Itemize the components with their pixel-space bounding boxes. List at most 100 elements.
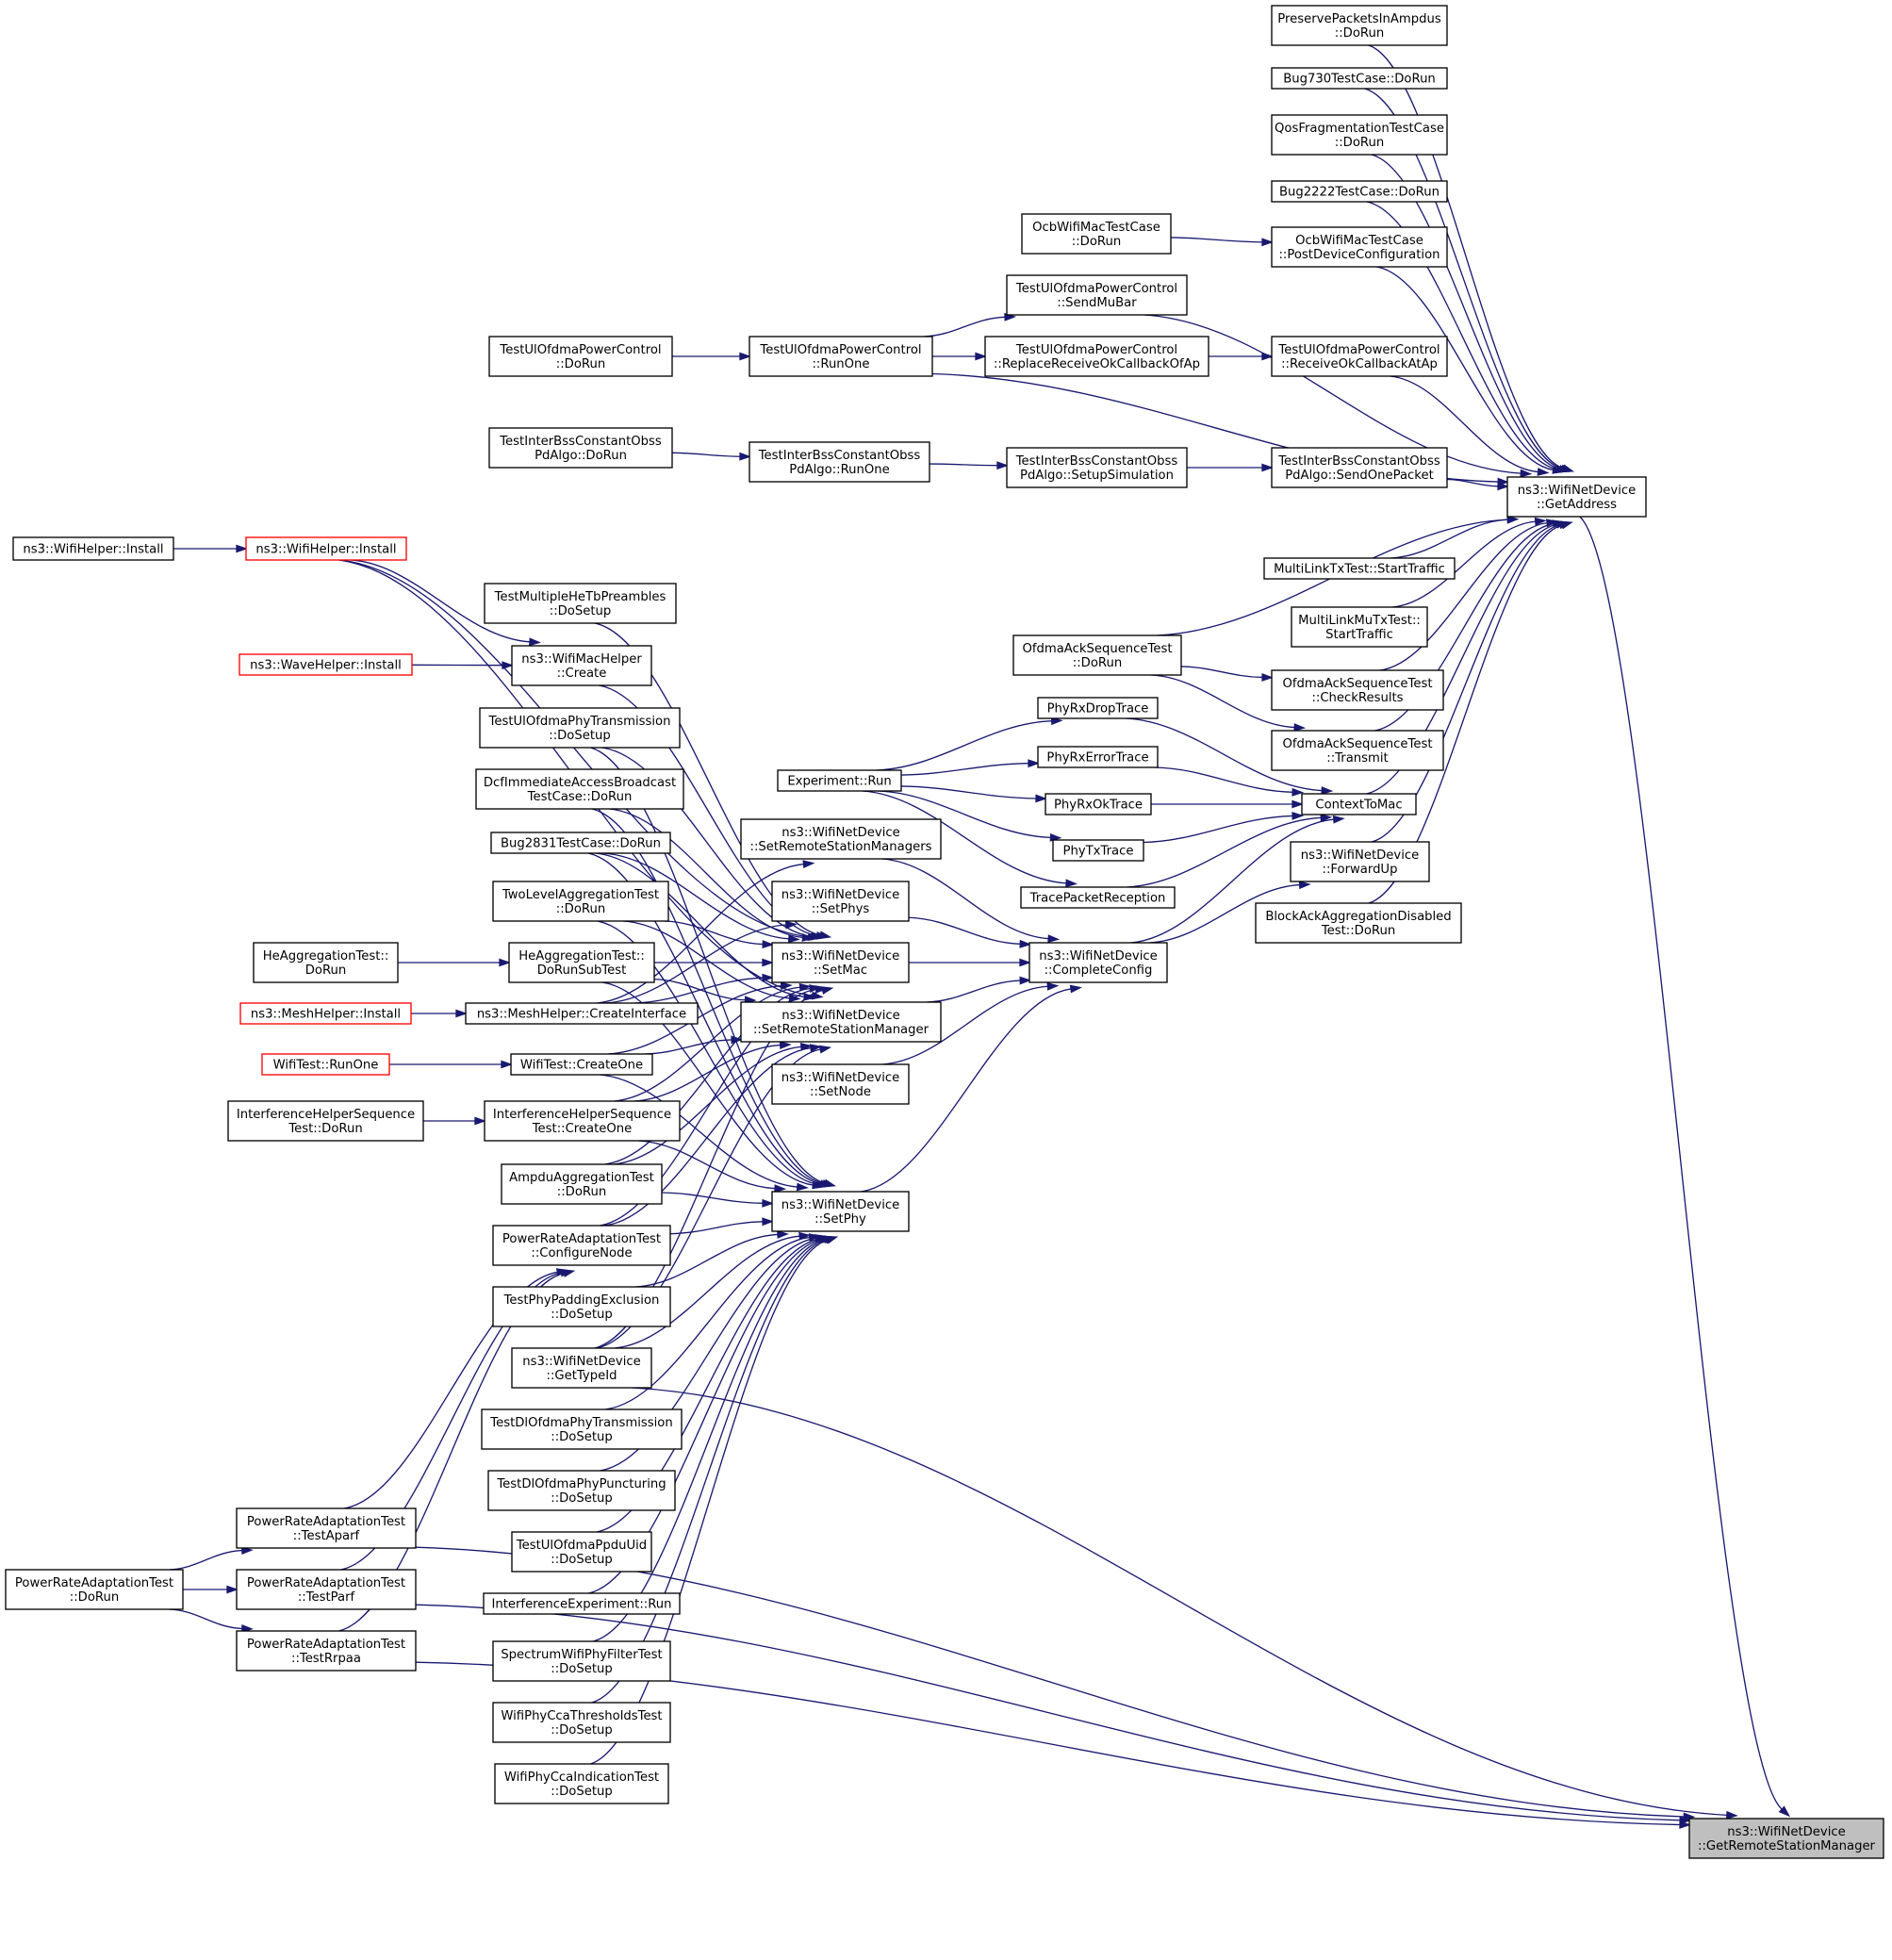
function-node-macheelpercreate[interactable]: ns3::WifiMacHelper::Create [511, 645, 652, 686]
function-node-ccathresholds[interactable]: WifiPhyCcaThresholdsTest::DoSetup [492, 1702, 671, 1743]
node-box [494, 1763, 669, 1804]
function-node-wavehelper[interactable]: ns3::WaveHelper::Install [239, 653, 413, 676]
function-node-ccaindication[interactable]: WifiPhyCcaIndicationTest::DoSetup [494, 1763, 669, 1804]
function-node-mlmutx[interactable]: MultiLinkMuTxTest::StartTraffic [1291, 606, 1428, 648]
node-box [1301, 793, 1417, 815]
arrowhead [787, 934, 800, 944]
edge-prconfigure-to-setphy [669, 1217, 775, 1235]
function-node-bug2222[interactable]: Bug2222TestCase::DoRun [1271, 180, 1448, 203]
function-node-setphy[interactable]: ns3::WifiNetDevice::SetPhy [771, 1191, 910, 1232]
function-node-bug2831[interactable]: Bug2831TestCase::DoRun [490, 832, 671, 854]
function-node-ibsetup[interactable]: TestInterBssConstantObssPdAlgo::SetupSim… [1006, 447, 1188, 488]
function-node-dltx[interactable]: TestDlOfdmaPhyTransmission::DoSetup [481, 1408, 683, 1450]
node-box [475, 768, 684, 810]
function-node-phyrxdrop[interactable]: PhyRxDropTrace [1037, 697, 1159, 719]
edge-line [614, 1235, 800, 1349]
arrowhead [1537, 468, 1550, 476]
node-box [5, 1569, 184, 1610]
node-box [1263, 557, 1456, 580]
function-node-wifitestrunone[interactable]: WifiTest::RunOne [261, 1053, 390, 1076]
function-node-ofdmacheck[interactable]: OfdmaAckSequenceTest::CheckResults [1271, 669, 1444, 711]
function-node-interfexprun[interactable]: InterferenceExperiment::Run [483, 1592, 681, 1615]
edge-setphy-to-completeconfig [861, 984, 1082, 1193]
function-node-interfcreate[interactable]: InterferenceHelperSequenceTest::CreateOn… [484, 1100, 681, 1142]
function-node-tracepacket[interactable]: TracePacketReception [1020, 886, 1176, 909]
function-node-ocbpost[interactable]: OcbWifiMacTestCase::PostDeviceConfigurat… [1271, 226, 1448, 268]
function-node-phyrxok[interactable]: PhyRxOkTrace [1045, 793, 1152, 815]
node-box [483, 1592, 681, 1615]
edge-line [1127, 816, 1322, 888]
function-node-contexttomac[interactable]: ContextToMac [1301, 793, 1417, 815]
function-node-ibsend[interactable]: TestInterBssConstantObssPdAlgo::SendOneP… [1271, 447, 1448, 488]
function-node-twolevel[interactable]: TwoLevelAggregationTest::DoRun [492, 881, 669, 922]
arrowhead [799, 1042, 813, 1051]
function-node-getaddress[interactable]: ns3::WifiNetDevice::GetAddress [1506, 476, 1647, 518]
node-label-line: ::TestParf [298, 1590, 355, 1605]
function-node-setremotemanagers[interactable]: ns3::WifiNetDevice::SetRemoteStationMana… [740, 818, 942, 860]
function-node-ofdmatransmit[interactable]: OfdmaAckSequenceTest::Transmit [1271, 730, 1444, 771]
function-node-ocbdorun[interactable]: OcbWifiMacTestCase::DoRun [1021, 213, 1172, 255]
function-node-forwardup[interactable]: ns3::WifiNetDevice::ForwardUp [1290, 841, 1430, 882]
function-node-ulsendmubar[interactable]: TestUlOfdmaPowerControl::SendMuBar [1006, 274, 1188, 316]
focus-node-getremotestationmanager[interactable]: ns3::WifiNetDevice::GetRemoteStationMana… [1688, 1818, 1884, 1859]
function-node-setphys[interactable]: ns3::WifiNetDevice::SetPhys [771, 881, 910, 922]
function-node-meshinstall[interactable]: ns3::MeshHelper::Install [239, 1002, 412, 1025]
function-node-ulreplace[interactable]: TestUlOfdmaPowerControl::ReplaceReceiveO… [984, 336, 1209, 377]
function-node-meshcreate[interactable]: ns3::MeshHelper::CreateInterface [465, 1002, 699, 1025]
edge-line [1155, 766, 1293, 793]
function-node-praparf[interactable]: PowerRateAdaptationTest::TestAparf [236, 1507, 417, 1549]
function-node-prconfigure[interactable]: PowerRateAdaptationTest::ConfigureNode [492, 1225, 671, 1266]
node-box [1021, 213, 1172, 255]
function-node-dcfimmediate[interactable]: DcfImmediateAccessBroadcastTestCase::DoR… [475, 768, 684, 810]
function-node-ampdudorun[interactable]: AmpduAggregationTest::DoRun [501, 1163, 663, 1205]
arrowhead [762, 1217, 775, 1227]
function-node-setremotemanager[interactable]: ns3::WifiNetDevice::SetRemoteStationMana… [740, 1001, 942, 1043]
edge-setnode-to-completeconfig [881, 981, 1060, 1065]
node-label-line: ::GetAddress [1537, 498, 1617, 512]
function-node-phytxtrace[interactable]: PhyTxTrace [1052, 839, 1144, 862]
edge-line [862, 790, 1067, 884]
function-node-prdorun[interactable]: PowerRateAdaptationTest::DoRun [5, 1569, 184, 1610]
function-node-gettypeid[interactable]: ns3::WifiNetDevice::GetTypeId [511, 1347, 652, 1389]
function-node-uldorun[interactable]: TestUlOfdmaPowerControl::DoRun [488, 336, 673, 377]
function-node-qosfrag[interactable]: QosFragmentationTestCase::DoRun [1271, 114, 1448, 156]
function-node-testmultiplehetb[interactable]: TestMultipleHeTbPreambles::DoSetup [484, 583, 677, 624]
function-node-spectrumfilter[interactable]: SpectrumWifiPhyFilterTest::DoSetup [492, 1640, 671, 1682]
function-node-mltxstart[interactable]: MultiLinkTxTest::StartTraffic [1263, 557, 1456, 580]
function-node-bug730[interactable]: Bug730TestCase::DoRun [1271, 67, 1448, 90]
arrowhead [455, 1009, 469, 1018]
function-node-wifihelperinstall1[interactable]: ns3::WifiHelper::Install [12, 536, 174, 561]
function-node-setmac[interactable]: ns3::WifiNetDevice::SetMac [771, 942, 910, 983]
node-box [1006, 447, 1188, 488]
function-node-completeconfig[interactable]: ns3::WifiNetDevice::CompleteConfig [1028, 942, 1168, 983]
node-label-line: Test::CreateOne [532, 1122, 633, 1136]
function-node-setnode[interactable]: ns3::WifiNetDevice::SetNode [771, 1063, 910, 1105]
node-box [1020, 886, 1176, 909]
edge-line [600, 1237, 816, 1472]
function-node-prrpaa[interactable]: PowerRateAdaptationTest::TestRrpaa [236, 1630, 417, 1672]
edge-experimentrun-to-phyrxok [900, 785, 1048, 803]
function-node-wifitestcreate[interactable]: WifiTest::CreateOne [510, 1053, 653, 1076]
function-node-preservepackets[interactable]: PreservePacketsInAmpdus::DoRun [1271, 5, 1448, 46]
edge-line [1579, 516, 1783, 1810]
function-node-prparf[interactable]: PowerRateAdaptationTest::TestParf [236, 1569, 417, 1610]
function-node-ulppdu[interactable]: TestUlOfdmaPpduUid::DoSetup [511, 1531, 652, 1573]
function-node-ofdmadorun[interactable]: OfdmaAckSequenceTest::DoRun [1012, 634, 1182, 676]
function-node-ulrunone[interactable]: TestUlOfdmaPowerControl::RunOne [749, 336, 933, 377]
function-node-dlpunct[interactable]: TestDlOfdmaPhyPuncturing::DoSetup [487, 1470, 676, 1511]
function-node-ultxdosetup[interactable]: TestUlOfdmaPhyTransmission::DoSetup [479, 707, 681, 749]
function-node-wifihelperinstall2[interactable]: ns3::WifiHelper::Install [245, 536, 407, 561]
function-node-heaggdorun[interactable]: HeAggregationTest::DoRun [253, 942, 399, 983]
function-node-phyrxerror[interactable]: PhyRxErrorTrace [1037, 746, 1159, 768]
function-node-ulreceiveok[interactable]: TestUlOfdmaPowerControl::ReceiveOkCallba… [1271, 336, 1448, 377]
arrowhead [1293, 723, 1307, 732]
function-node-experimentrun[interactable]: Experiment::Run [777, 769, 902, 792]
node-label-line: ::PostDeviceConfiguration [1278, 248, 1440, 262]
function-node-phypadding[interactable]: TestPhyPaddingExclusion::DoSetup [492, 1286, 671, 1327]
function-node-heaggsub[interactable]: HeAggregationTest::DoRunSubTest [508, 942, 655, 983]
edge-line [339, 559, 809, 938]
